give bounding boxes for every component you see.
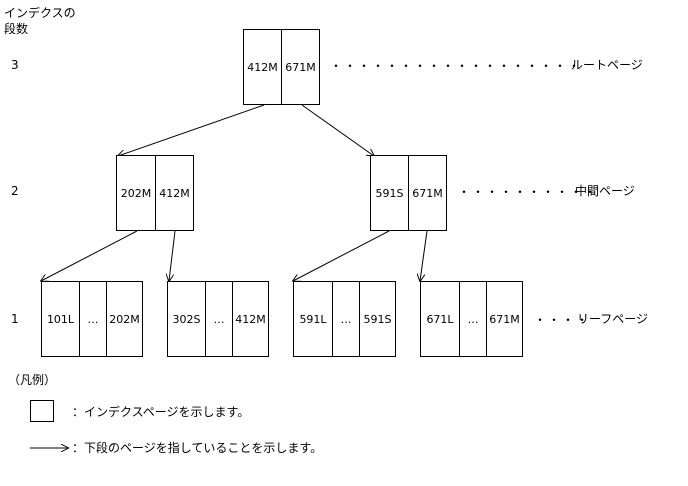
arrow-right-to-leaf3 [293,230,390,281]
leaf-4-key-2: 671M [486,281,523,357]
root-page-label: ルートページ [571,58,643,72]
intermediate-page-label: 中間ページ [575,184,635,198]
leaf-page-label: リーフページ [577,312,649,326]
arrow-root-to-left [118,104,265,156]
leaf-3-key-1: 591L [293,281,333,357]
level-number-2: 2 [11,184,19,198]
index-levels-heading-line1: インデクスの [4,6,76,20]
leaf-2-ellipsis: … [205,281,233,357]
legend-box-description: ：インデクスページを示します。 [72,405,250,419]
leaf-2-key-2: 412M [232,281,269,357]
intermediate-left-key-1: 202M [116,155,156,231]
intermediate-right-key-1: 591S [370,155,409,231]
arrow-right-to-leaf4 [420,230,428,281]
arrow-left-to-leaf1 [41,230,138,281]
legend-arrow-description: ：下段のページを指していることを示します。 [72,441,323,455]
leaf-3-key-2: 591S [359,281,396,357]
root-key-2: 671M [281,29,320,105]
leaf-4-key-1: 671L [420,281,460,357]
intermediate-left-key-2: 412M [155,155,194,231]
leaf-1-key-1: 101L [41,281,80,357]
mid-label-leader: ・・・・・・・・・・ [458,185,599,199]
legend-title: （凡例） [8,373,57,387]
leaf-3-ellipsis: … [332,281,360,357]
level-number-3: 3 [11,58,19,72]
arrow-root-to-right [301,104,374,156]
leaf-4-ellipsis: … [459,281,487,357]
index-levels-heading-line2: 段数 [4,22,29,36]
leaf-1-key-2: 202M [106,281,143,357]
leaf-2-key-1: 302S [167,281,206,357]
legend-box-symbol [30,400,54,422]
root-key-1: 412M [243,29,282,105]
intermediate-right-key-2: 671M [408,155,447,231]
arrow-left-to-leaf2 [169,230,176,281]
leaf-1-ellipsis: … [79,281,107,357]
root-label-leader: ・・・・・・・・・・・・・・・・・・ [330,59,583,73]
leaf-label-leader: ・・・・ [534,313,591,327]
level-number-1: 1 [11,312,19,326]
